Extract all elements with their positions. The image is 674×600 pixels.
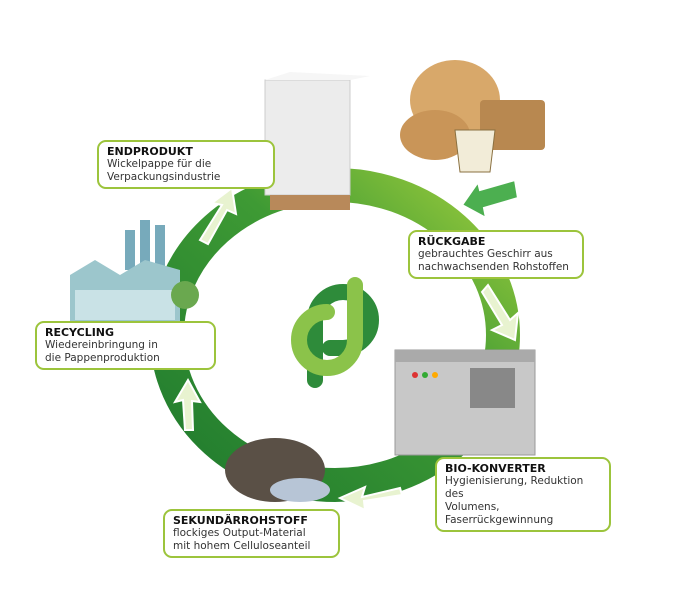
step-sekundaerrohstoff: SEKUNDÄRROHSTOFF flockiges Output-Materi… xyxy=(163,509,340,558)
arrow-icon xyxy=(198,186,238,246)
step-title: RECYCLING xyxy=(45,326,115,339)
step-title: BIO-KONVERTER xyxy=(445,462,546,475)
step-rueckgabe: RÜCKGABE gebrauchtes Geschirr aus nachwa… xyxy=(408,230,584,279)
step-description: gebrauchtes Geschirr aus xyxy=(418,248,553,260)
secondary-material-image xyxy=(225,438,330,502)
step-description: nachwachsenden Rohstoffen xyxy=(418,261,569,273)
step-title: RÜCKGABE xyxy=(418,235,486,248)
arrow-icon xyxy=(337,485,404,512)
step-description: Wickelpappe für die xyxy=(107,158,212,170)
brand-logo xyxy=(291,277,379,388)
step-title: SEKUNDÄRROHSTOFF xyxy=(173,514,308,527)
step-description: Hygienisierung, Reduktion des xyxy=(445,475,584,500)
cardboard-pallet-image xyxy=(264,72,370,210)
step-description: die Pappenproduktion xyxy=(45,352,160,364)
step-description: Wiedereinbringung in xyxy=(45,339,158,351)
arrow-icon xyxy=(460,178,520,220)
cycle-arrows xyxy=(172,178,520,512)
step-title: ENDPRODUKT xyxy=(107,145,193,158)
bio-converter-machine-image xyxy=(394,349,536,456)
step-endprodukt: ENDPRODUKT Wickelpappe für die Verpackun… xyxy=(97,140,275,189)
arrow-icon xyxy=(480,283,520,342)
step-recycling: RECYCLING Wiedereinbringung in die Pappe… xyxy=(35,321,216,370)
step-description: flockiges Output-Material xyxy=(173,527,306,539)
step-description: Verpackungsindustrie xyxy=(107,171,221,183)
arrow-icon xyxy=(172,377,202,431)
factory-image xyxy=(70,220,199,325)
step-bio-konverter: BIO-KONVERTER Hygienisierung, Reduktion … xyxy=(435,457,611,532)
step-description: mit hohem Celluloseanteil xyxy=(173,540,311,552)
step-description: Volumens, Faserrückgewinnung xyxy=(445,501,554,526)
tableware-image xyxy=(400,60,545,173)
